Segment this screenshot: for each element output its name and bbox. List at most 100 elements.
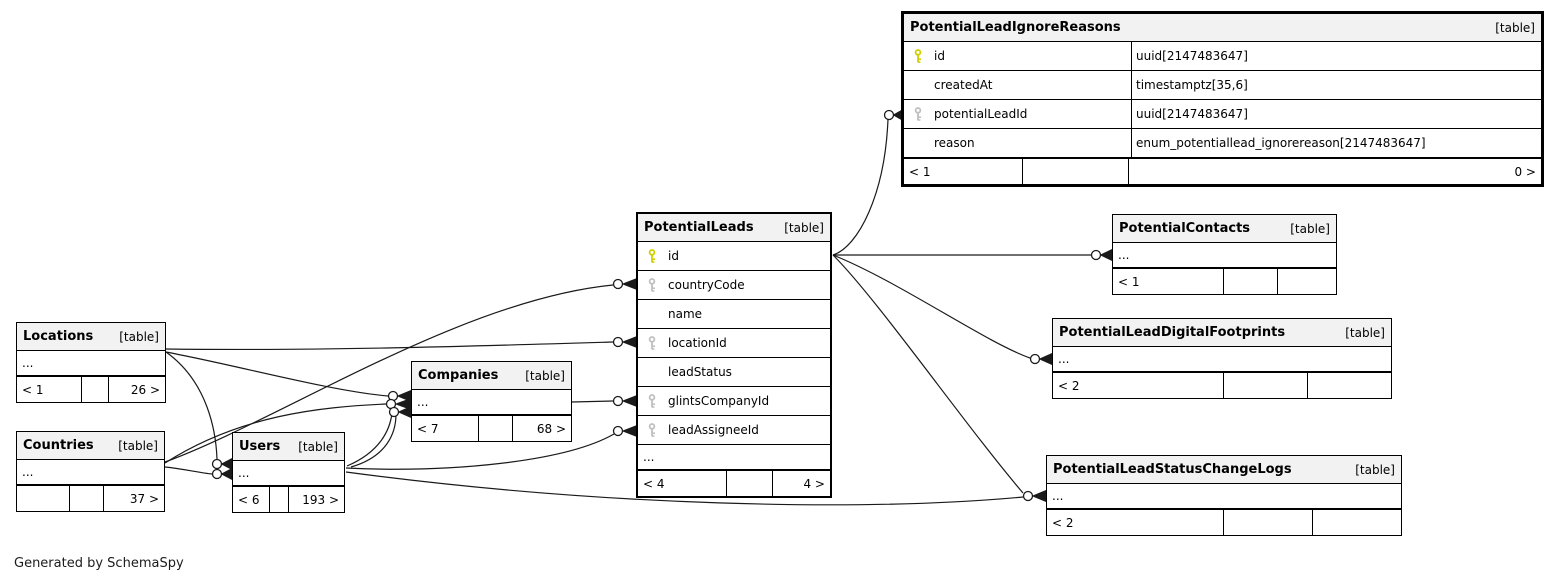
relationship-line-locations-to-companies bbox=[165, 351, 389, 397]
crowfoot-arrow bbox=[1038, 353, 1052, 365]
column-name: id bbox=[668, 249, 679, 263]
primary-key-icon bbox=[914, 48, 922, 63]
table-name: Locations bbox=[23, 329, 94, 344]
foreign-key-icon bbox=[648, 277, 656, 292]
footer-parents-count: < 2 bbox=[1052, 515, 1074, 530]
column-row-locationId: locationId bbox=[638, 329, 830, 358]
table-header: PotentialLeadStatusChangeLogs [table] bbox=[1047, 456, 1401, 484]
table-node-potential-lead-digital-footprints[interactable]: PotentialLeadDigitalFootprints[table]...… bbox=[1052, 318, 1392, 399]
ellipsis-label: ... bbox=[417, 395, 429, 409]
table-name: PotentialLeadDigitalFootprints bbox=[1059, 325, 1286, 340]
column-row-name: name bbox=[638, 300, 830, 329]
zero-or-one-circle bbox=[883, 109, 895, 121]
table-name: PotentialLeadStatusChangeLogs bbox=[1053, 462, 1292, 477]
column-row-id: id bbox=[638, 242, 830, 271]
column-name: countryCode bbox=[668, 278, 745, 292]
footer-parents-count: < 7 bbox=[417, 421, 439, 436]
footer-children-count bbox=[1308, 373, 1391, 398]
table-node-potential-lead-status-change-logs[interactable]: PotentialLeadStatusChangeLogs [table]... <… bbox=[1046, 455, 1402, 536]
zero-or-one-circle bbox=[388, 406, 400, 418]
table-name: PotentialLeads bbox=[644, 220, 754, 235]
crowfoot-arrow bbox=[621, 278, 637, 290]
table-node-companies[interactable]: Companies[table]... < 7 68 > bbox=[411, 361, 572, 442]
generated-by-caption: Generated by SchemaSpy bbox=[14, 556, 184, 571]
table-header: Companies[table] bbox=[412, 362, 571, 390]
zero-or-one-circle bbox=[1022, 490, 1034, 502]
ellipsis-label: ... bbox=[22, 356, 34, 370]
footer-parents-count bbox=[17, 486, 69, 511]
relationship-line-potentialleads-to-statuschangelogs bbox=[832, 254, 1024, 494]
footer-parents-count: < 2 bbox=[1058, 378, 1080, 393]
column-type: timestamptz[35,6] bbox=[1131, 71, 1541, 99]
crowfoot-arrow bbox=[220, 458, 232, 470]
table-node-potential-contacts[interactable]: PotentialContacts [table]...< 1 bbox=[1112, 214, 1337, 295]
table-header: PotentialLeadDigitalFootprints[table] bbox=[1053, 319, 1391, 347]
crowfoot-arrow bbox=[220, 468, 232, 480]
relationship-line-countries-to-users bbox=[164, 466, 213, 475]
table-footer: < 4 4 > bbox=[638, 470, 830, 496]
table-node-countries[interactable]: Countries[table]...37 > bbox=[16, 431, 165, 512]
table-footer: < 2 bbox=[1047, 509, 1401, 535]
ellipsis-label: ... bbox=[1052, 489, 1064, 503]
footer-spacer bbox=[1223, 510, 1313, 535]
table-header: Countries[table] bbox=[17, 432, 164, 460]
footer-children-count: 68 > bbox=[536, 421, 566, 436]
zero-or-one-circle bbox=[612, 395, 624, 407]
footer-children-count: 4 > bbox=[803, 476, 825, 491]
footer-parents-count: < 4 bbox=[643, 476, 665, 491]
zero-or-one-circle bbox=[1090, 249, 1102, 261]
crowfoot-arrow bbox=[621, 425, 637, 437]
table-footer: < 6 193 > bbox=[233, 486, 344, 512]
table-footer: < 1 bbox=[1113, 268, 1336, 294]
table-header: PotentialLeadIgnoreReasons [table] bbox=[904, 14, 1541, 42]
table-badge: [table] bbox=[1495, 20, 1535, 35]
footer-children-count bbox=[1313, 510, 1401, 535]
column-name: leadStatus bbox=[668, 365, 732, 379]
zero-or-one-circle bbox=[211, 468, 223, 480]
footer-children-count: 193 > bbox=[302, 492, 339, 507]
relationship-line-potentialleads-to-ignorereasons-potentialleadid bbox=[832, 118, 889, 256]
relationship-line-locations-to-users bbox=[165, 351, 218, 460]
relationship-line-users-to-companies-b bbox=[350, 413, 397, 468]
foreign-key-icon bbox=[648, 422, 656, 437]
table-footer: 37 > bbox=[17, 485, 164, 511]
table-badge: [table] bbox=[784, 220, 824, 235]
column-row-leadStatus: leadStatus bbox=[638, 358, 830, 387]
footer-spacer bbox=[69, 486, 104, 511]
table-footer: < 1 26 > bbox=[17, 376, 165, 402]
table-badge: [table] bbox=[1355, 462, 1395, 477]
column-row-glintsCompanyId: glintsCompanyId bbox=[638, 387, 830, 416]
table-badge: [table] bbox=[525, 368, 565, 383]
crowfoot-arrow bbox=[621, 336, 637, 348]
more-columns-row: ... bbox=[1113, 243, 1336, 268]
table-name: PotentialContacts bbox=[1119, 221, 1251, 236]
footer-spacer bbox=[1022, 159, 1129, 184]
zero-or-one-circle bbox=[612, 425, 624, 437]
table-badge: [table] bbox=[1290, 221, 1330, 236]
footer-children-count: 26 > bbox=[130, 382, 160, 397]
column-row-createdAt: createdAt timestamptz[35,6] bbox=[904, 71, 1541, 100]
column-type: enum_potentiallead_ignorereason[21474836… bbox=[1131, 129, 1541, 157]
footer-parents-count: < 6 bbox=[238, 492, 260, 507]
column-name: id bbox=[934, 49, 945, 63]
footer-parents-count: < 1 bbox=[22, 382, 44, 397]
column-name: reason bbox=[934, 136, 975, 150]
column-name: createdAt bbox=[934, 78, 993, 92]
table-name: Countries bbox=[23, 438, 94, 453]
foreign-key-icon bbox=[914, 106, 922, 121]
more-columns-row: ... bbox=[1047, 484, 1401, 509]
table-name: PotentialLeadIgnoreReasons bbox=[910, 20, 1121, 35]
more-columns-row: ... bbox=[1053, 347, 1391, 372]
footer-spacer bbox=[478, 416, 513, 441]
footer-spacer bbox=[726, 471, 773, 496]
relationship-line-users-to-potentialleads-leadassigneeid bbox=[345, 433, 615, 470]
more-columns-row: ... bbox=[638, 445, 830, 470]
table-footer: < 7 68 > bbox=[412, 415, 571, 441]
zero-or-one-circle bbox=[612, 336, 624, 348]
